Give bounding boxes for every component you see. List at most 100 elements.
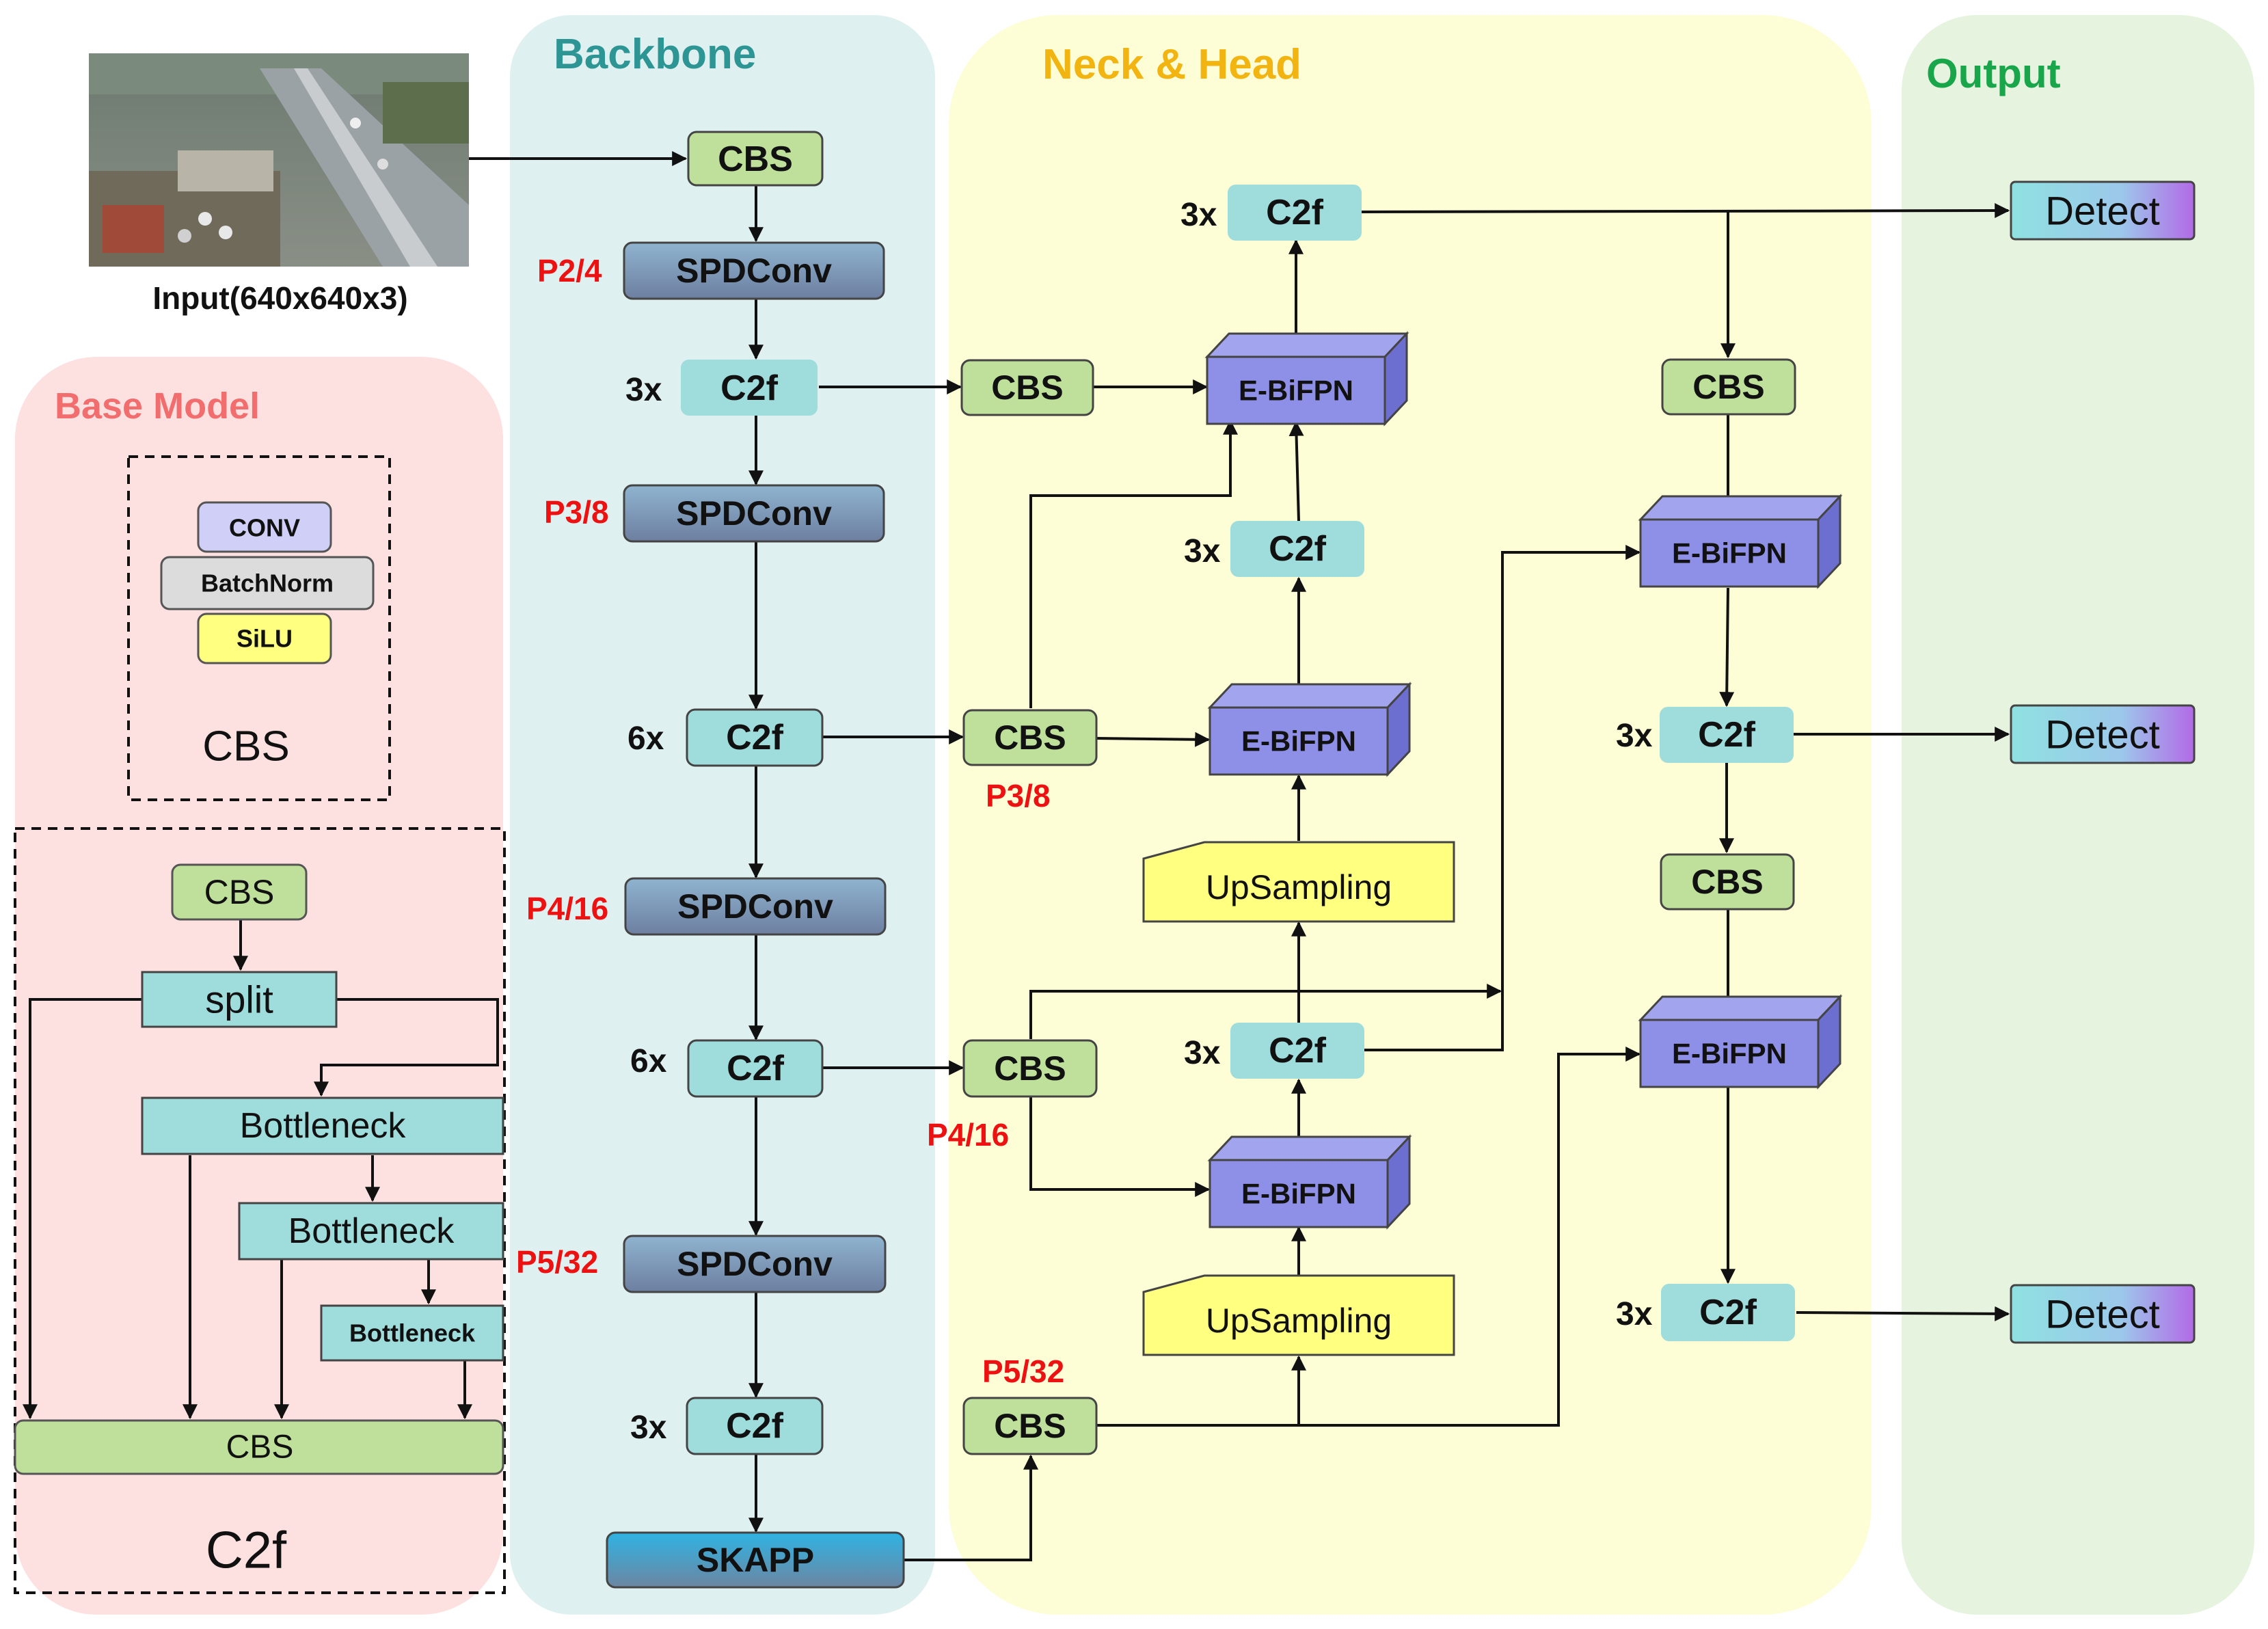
upsampling-upper-label: UpSampling — [1206, 868, 1392, 906]
output-title: Output — [1926, 51, 2061, 96]
scale-p3-8-neck: P3/8 — [986, 778, 1051, 813]
repeat-right-c2f-2: 3x — [1616, 1296, 1653, 1332]
spdconv-label-2: SPDConv — [676, 494, 832, 533]
upsampling-upper: UpSampling — [1142, 841, 1455, 923]
spdconv-label-1: SPDConv — [676, 252, 832, 290]
connection-lines — [23, 151, 2010, 1561]
neck-head-panel — [949, 15, 1872, 1615]
scale-p5-32-neck: P5/32 — [982, 1354, 1064, 1389]
scale-p2-4: P2/4 — [537, 253, 602, 288]
neck-c2f-mid-label: C2f — [1269, 1031, 1326, 1071]
neck-cbs-p5: CBS — [962, 1397, 1098, 1455]
repeat-c2f-1: 3x — [625, 372, 662, 408]
neck-c2f-right-2: C2f — [1661, 1284, 1795, 1341]
base-model-title: Base Model — [55, 386, 260, 427]
ebifpn-neck-mid-label: E-BiFPN — [1241, 725, 1356, 757]
backbone-panel — [510, 15, 935, 1615]
ebifpn-neck-low: E-BiFPN — [1207, 1134, 1412, 1230]
neck-cbs-p3: CBS — [962, 709, 1098, 766]
detect-label-2: Detect — [2045, 713, 2160, 757]
scale-p5-32-backbone: P5/32 — [516, 1244, 598, 1280]
repeat-right-c2f-1: 3x — [1616, 718, 1653, 754]
cbs-legend-box — [127, 455, 391, 801]
ebifpn-neck-mid: E-BiFPN — [1207, 682, 1412, 777]
ebifpn-right-1: E-BiFPN — [1638, 494, 1843, 589]
repeat-c2f-4: 3x — [630, 1410, 667, 1446]
legend-c2f-cbs: CBS — [171, 863, 308, 921]
spdconv-block-2: SPDConv — [623, 484, 885, 543]
c2f-block-2: C2f — [686, 708, 824, 767]
ebifpn-neck-low-label: E-BiFPN — [1241, 1178, 1356, 1210]
legend-c2f-final-cbs: CBS — [14, 1419, 504, 1475]
legend-conv-label: CONV — [229, 514, 300, 542]
repeat-neck-c2f-mid: 3x — [1184, 1035, 1221, 1071]
repeat-neck-c2f-upper: 3x — [1184, 533, 1221, 569]
neck-c2f-mid: C2f — [1230, 1023, 1364, 1079]
c2f-legend-box — [14, 827, 506, 1594]
legend-bottleneck-2: Bottleneck — [238, 1202, 504, 1261]
neck-cbs-p4-label: CBS — [994, 1049, 1066, 1088]
spdconv-label-4: SPDConv — [677, 1245, 833, 1283]
neck-cbs-right-1-label: CBS — [1692, 368, 1765, 406]
c2f-block-3: C2f — [687, 1039, 824, 1098]
backbone-title: Backbone — [554, 31, 756, 78]
neck-cbs-top: CBS — [960, 359, 1094, 416]
legend-bottleneck-1: Bottleneck — [141, 1096, 504, 1155]
upsampling-lower: UpSampling — [1142, 1274, 1455, 1356]
scale-p3-8-backbone: P3/8 — [544, 494, 609, 530]
detect-label-3: Detect — [2045, 1293, 2160, 1337]
spdconv-block-1: SPDConv — [623, 241, 885, 300]
neck-cbs-right-1: CBS — [1661, 358, 1796, 416]
upsampling-lower-label: UpSampling — [1206, 1302, 1392, 1340]
neck-c2f-right-1: C2f — [1660, 707, 1794, 763]
ebifpn-right-2: E-BiFPN — [1638, 994, 1843, 1090]
detect-label-1: Detect — [2045, 189, 2160, 234]
c2f-label-4: C2f — [726, 1406, 783, 1446]
legend-bottleneck-1-label: Bottleneck — [240, 1106, 407, 1146]
input-image — [89, 53, 469, 267]
ebifpn-neck-top-label: E-BiFPN — [1239, 375, 1353, 407]
neck-cbs-right-2: CBS — [1660, 853, 1795, 911]
neck-c2f-top: C2f — [1228, 185, 1362, 241]
repeat-neck-c2f-top: 3x — [1180, 197, 1217, 233]
legend-conv: CONV — [197, 501, 332, 553]
neck-c2f-upper-label: C2f — [1269, 529, 1326, 569]
c2f-block-1: C2f — [681, 360, 818, 416]
c2f-label-1: C2f — [720, 368, 778, 408]
scale-p4-16-backbone: P4/16 — [526, 891, 608, 926]
legend-bottleneck-3: Bottleneck — [320, 1304, 504, 1362]
input-label: Input(640x640x3) — [152, 280, 407, 316]
backbone-cbs-block: CBS — [687, 131, 824, 187]
backbone-cbs-label: CBS — [718, 139, 793, 179]
neck-cbs-p3-label: CBS — [994, 718, 1066, 757]
ebifpn-right-2-label: E-BiFPN — [1672, 1038, 1787, 1070]
legend-silu: SiLU — [197, 612, 332, 664]
neck-c2f-right-2-label: C2f — [1699, 1293, 1757, 1332]
legend-split-label: split — [205, 978, 273, 1021]
legend-batchnorm-label: BatchNorm — [201, 569, 334, 597]
scale-p4-16-neck: P4/16 — [927, 1117, 1009, 1153]
skapp-block: SKAPP — [606, 1531, 905, 1589]
legend-bottleneck-2-label: Bottleneck — [288, 1211, 455, 1251]
legend-c2f-title: C2f — [206, 1522, 287, 1580]
legend-batchnorm: BatchNorm — [160, 556, 375, 610]
c2f-label-2: C2f — [726, 718, 783, 757]
spdconv-block-3: SPDConv — [624, 877, 887, 936]
legend-split: split — [141, 971, 338, 1028]
c2f-block-4: C2f — [686, 1397, 824, 1455]
legend-silu-label: SiLU — [237, 625, 293, 653]
spdconv-block-4: SPDConv — [623, 1235, 887, 1293]
neck-cbs-p4: CBS — [962, 1039, 1098, 1098]
c2f-label-3: C2f — [727, 1049, 784, 1088]
neck-c2f-upper: C2f — [1230, 521, 1364, 577]
neck-cbs-right-2-label: CBS — [1691, 863, 1764, 901]
legend-bottleneck-3-label: Bottleneck — [349, 1319, 476, 1347]
neck-c2f-top-label: C2f — [1266, 193, 1323, 232]
repeat-c2f-2: 6x — [627, 721, 664, 757]
detect-block-1: Detect — [2010, 180, 2196, 241]
output-panel — [1902, 15, 2254, 1615]
legend-c2f-cbs-label: CBS — [204, 873, 275, 911]
ebifpn-neck-top: E-BiFPN — [1204, 331, 1409, 427]
ebifpn-right-1-label: E-BiFPN — [1672, 537, 1787, 569]
